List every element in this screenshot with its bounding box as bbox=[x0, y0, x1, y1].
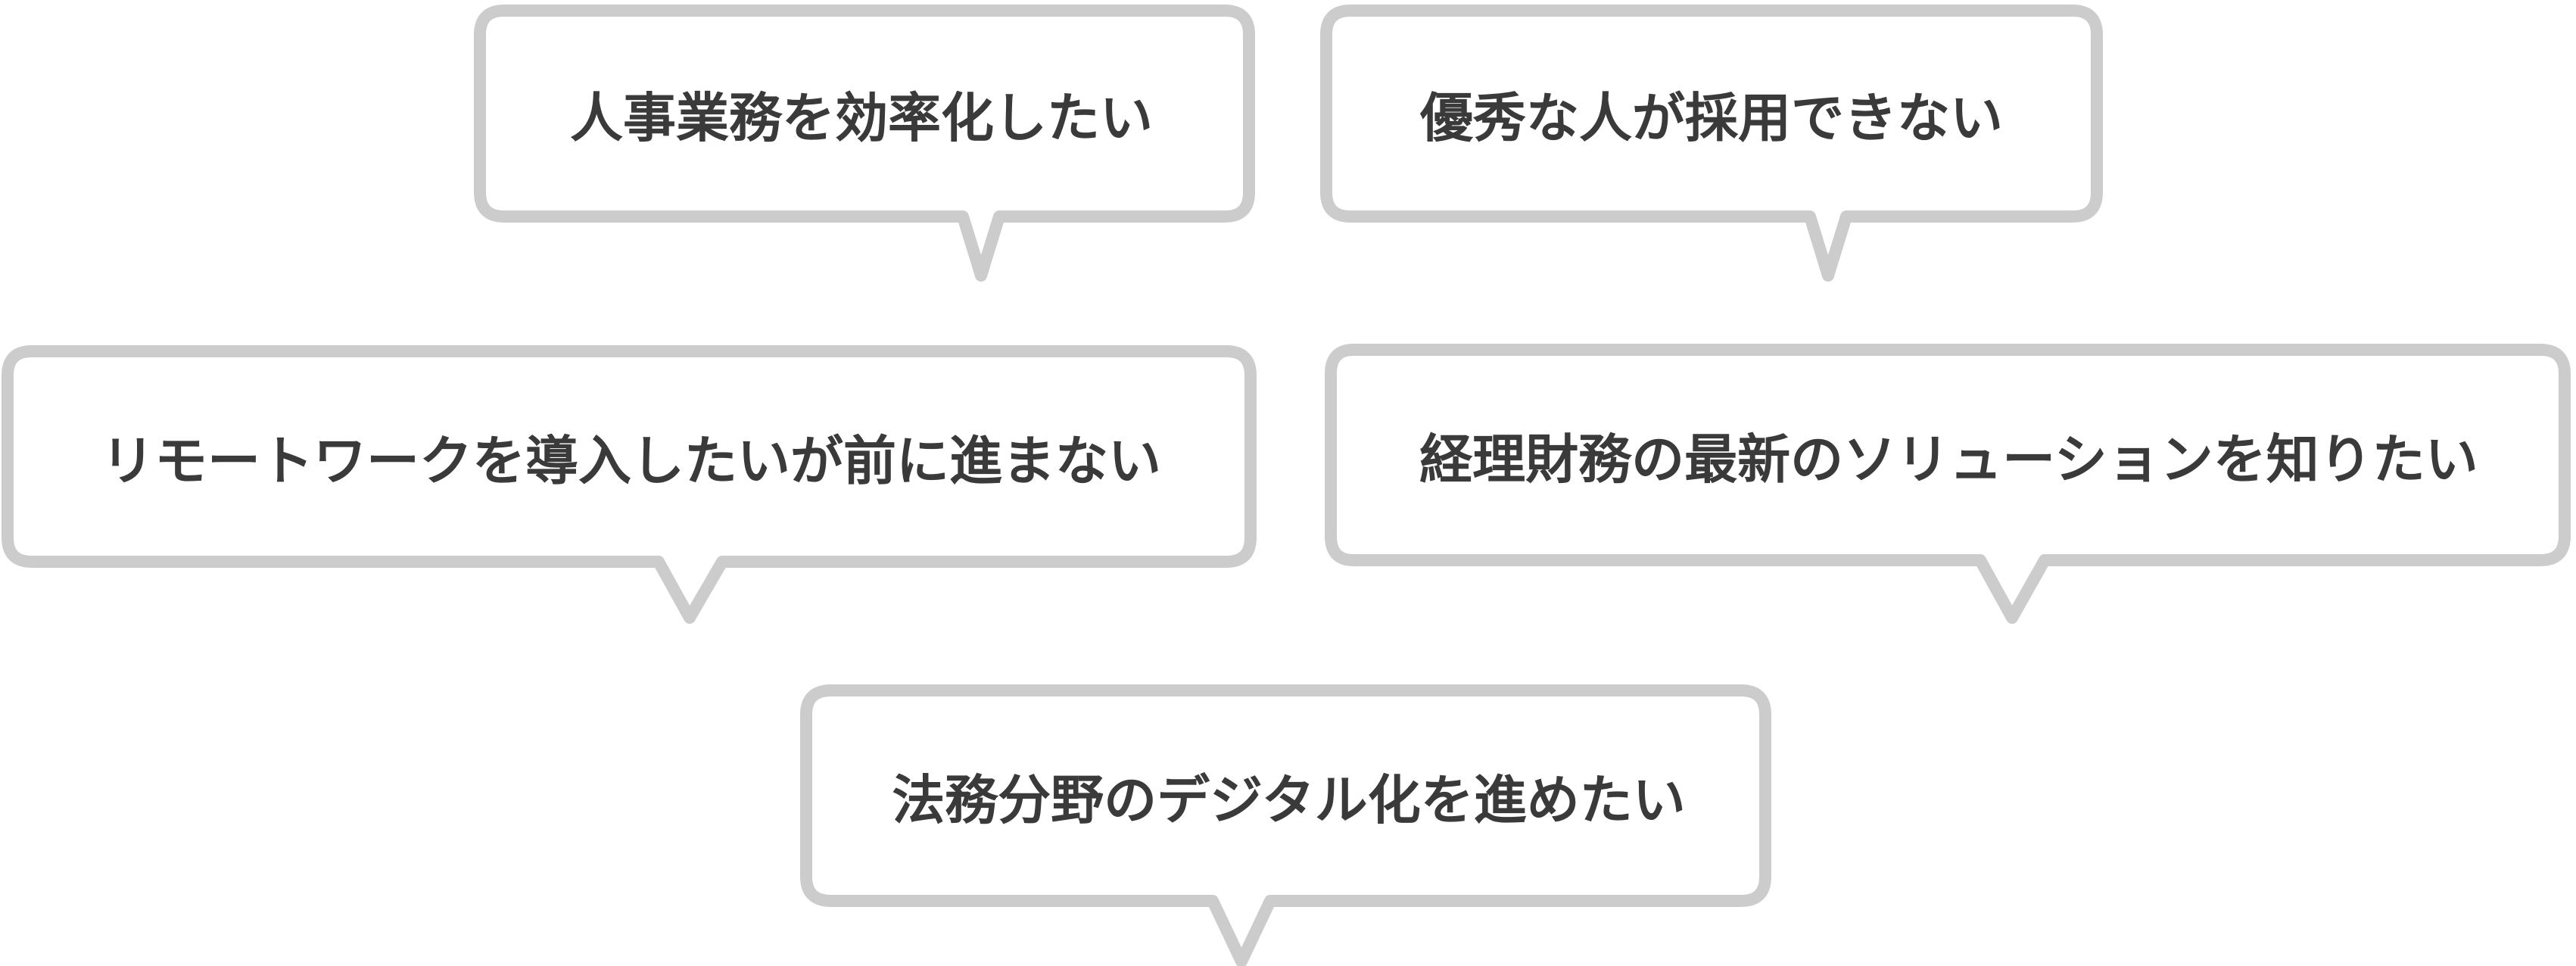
speech-bubble-accounting: 経理財務の最新のソリューションを知りたい bbox=[1322, 341, 2576, 624]
bubble-text: 優秀な人が採用できない bbox=[1420, 86, 2003, 149]
speech-bubble-shape bbox=[1320, 5, 2103, 282]
speech-bubble-shape bbox=[1325, 344, 2571, 624]
speech-bubble-recruit: 優秀な人が採用できない bbox=[1314, 5, 2109, 282]
speech-bubble-hr: 人事業務を効率化したい bbox=[468, 5, 1255, 282]
speech-bubble-shape bbox=[800, 684, 1771, 966]
speech-bubble-legal: 法務分野のデジタル化を進めたい bbox=[795, 681, 1783, 966]
speech-bubble-remote-work: リモートワークを導入したいが前に進まない bbox=[0, 342, 1263, 624]
bubble-text: 経理財務の最新のソリューションを知りたい bbox=[1419, 428, 2478, 491]
bubble-text: リモートワークを導入したいが前に進まない bbox=[101, 429, 1161, 492]
speech-bubble-shape bbox=[474, 5, 1255, 282]
bubble-text: 法務分野のデジタル化を進めたい bbox=[892, 768, 1686, 831]
bubble-text: 人事業務を効率化したい bbox=[570, 86, 1153, 149]
speech-bubble-shape bbox=[2, 345, 1257, 624]
